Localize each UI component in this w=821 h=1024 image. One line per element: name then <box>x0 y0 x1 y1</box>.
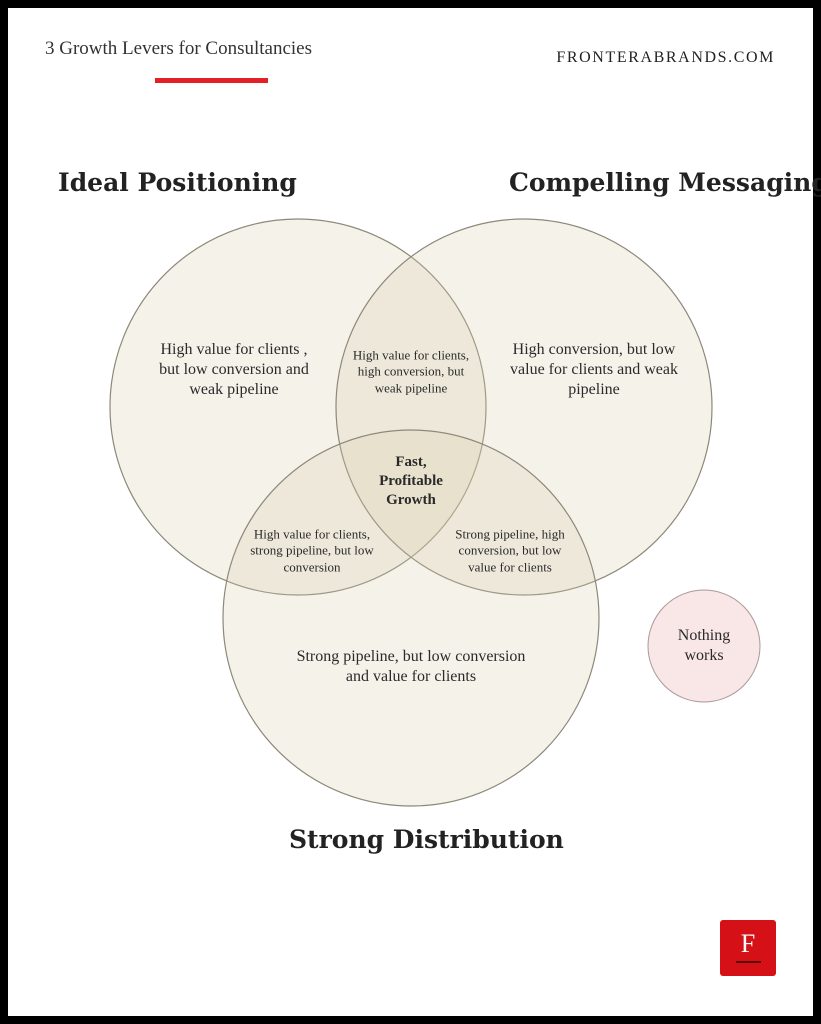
circle-positioning <box>109 218 487 596</box>
circle-none <box>647 589 761 703</box>
venn-diagram <box>109 218 761 807</box>
label-distribution: Strong Distribution <box>289 825 564 854</box>
logo-letter: F <box>740 929 756 958</box>
region-messaging-distribution: Strong pipeline, high conversion, but lo… <box>455 526 565 575</box>
circle-messaging <box>335 218 713 596</box>
label-positioning: Ideal Positioning <box>58 168 297 197</box>
site-url[interactable]: FRONTERABRANDS.COM <box>556 49 775 66</box>
region-none: Nothing works <box>677 627 731 664</box>
logo-underline <box>736 961 761 963</box>
label-messaging: Compelling Messaging <box>509 168 821 197</box>
page-title: 3 Growth Levers for Consultancies <box>45 38 312 59</box>
region-positioning-distribution: High value for clients, strong pipeline,… <box>250 526 374 575</box>
region-positioning-only: High value for clients , but low convers… <box>159 341 309 398</box>
region-messaging-only: High conversion, but low value for clien… <box>510 341 678 398</box>
title-underline <box>155 78 268 83</box>
region-distribution-only: Strong pipeline, but low conversion and … <box>296 648 526 685</box>
region-center: Fast, Profitable Growth <box>379 453 443 508</box>
brand-logo[interactable]: F <box>720 920 776 976</box>
circle-distribution <box>222 429 600 807</box>
page: 3 Growth Levers for Consultancies FRONTE… <box>8 8 821 1016</box>
region-positioning-messaging: High value for clients, high conversion,… <box>352 347 470 396</box>
